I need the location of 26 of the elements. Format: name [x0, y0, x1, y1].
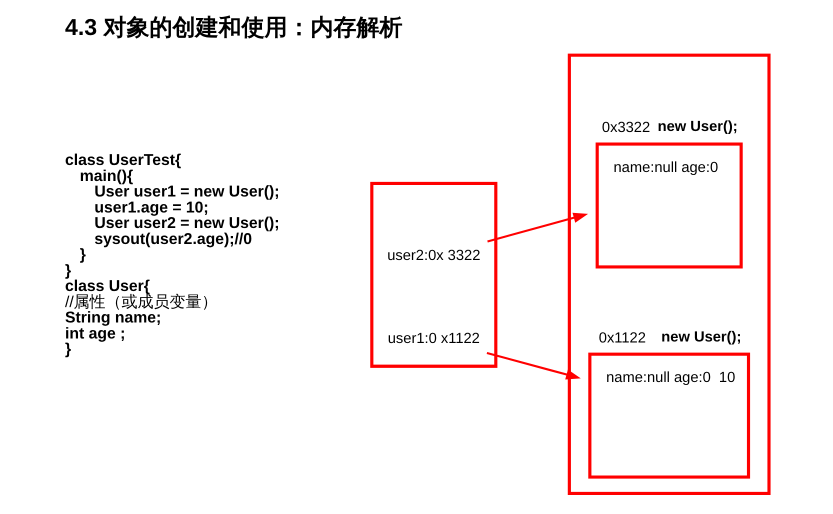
label: class User{ — [64, 278, 150, 295]
node-label: 0x3322 — [601, 120, 650, 136]
node-label: 0x1122 — [598, 330, 646, 346]
label: user1.age = 10; — [94, 198, 208, 216]
label: User user2 = new User(); — [94, 214, 280, 232]
label: sysout(user2.age);//0 — [94, 230, 252, 248]
label: class UserTest{ — [64, 152, 181, 169]
arrow — [486, 351, 580, 379]
node-box: name:null age:0 — [595, 142, 742, 268]
cluster — [567, 53, 770, 494]
label: } — [79, 246, 86, 264]
label: //属性（或成员变量） — [64, 293, 218, 310]
arrow — [486, 212, 588, 242]
label: } — [64, 262, 71, 279]
node-label: new User(); — [660, 328, 741, 345]
label: } — [64, 340, 71, 358]
label: main(){ — [79, 167, 133, 184]
node-text: user1:0 x1122 — [387, 330, 480, 346]
node-box: name:null age:0 10 — [588, 352, 750, 478]
label: int age ; — [64, 324, 125, 342]
node-text: user2:0x 3322 — [386, 247, 480, 264]
diagram-title: 4.3 对象的创建和使用：内存解析 — [64, 13, 402, 40]
node-label: new User(); — [657, 118, 738, 135]
label: String name; — [64, 309, 161, 326]
label: User user1 = new User(); — [94, 183, 280, 200]
cluster — [370, 181, 497, 368]
